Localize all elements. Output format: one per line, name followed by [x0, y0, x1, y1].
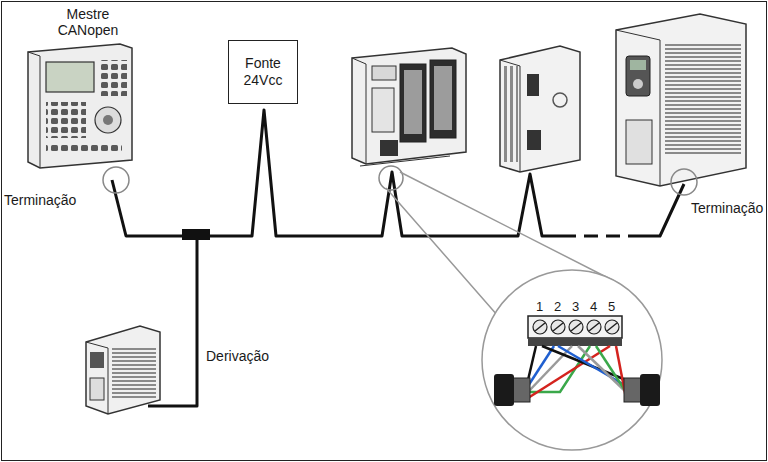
- zoom-circle: [482, 270, 662, 450]
- termination-mark: [671, 169, 697, 195]
- cable-plug: [640, 374, 660, 406]
- cable-sheath: [624, 378, 642, 402]
- t-connector: [182, 229, 210, 240]
- device-label: Mestre CANopen: [52, 6, 124, 38]
- termination-mark: [103, 167, 129, 193]
- pin-number: 1: [536, 300, 543, 314]
- servo-drive: [500, 46, 580, 172]
- plc-device: [352, 48, 466, 166]
- pin-number: 3: [572, 300, 579, 314]
- cable-plug: [494, 374, 514, 406]
- pin-number: 4: [590, 300, 597, 314]
- pin-number: 2: [554, 300, 561, 314]
- termination-label: Terminação: [4, 192, 76, 208]
- cable-sheath: [512, 378, 530, 402]
- connector-mark: [379, 166, 403, 190]
- cable-wires: [528, 346, 626, 398]
- power-supply-box: Fonte 24Vcc: [228, 40, 298, 104]
- terminal-block: [528, 316, 622, 346]
- termination-label: Terminação: [691, 200, 763, 216]
- inverter-device: [616, 14, 746, 186]
- node-text: Fonte 24Vcc: [237, 55, 289, 89]
- pin-number: 5: [608, 300, 615, 314]
- derivation-label: Derivação: [206, 348, 269, 364]
- small-inverter: [86, 326, 160, 414]
- master-device: [28, 44, 132, 168]
